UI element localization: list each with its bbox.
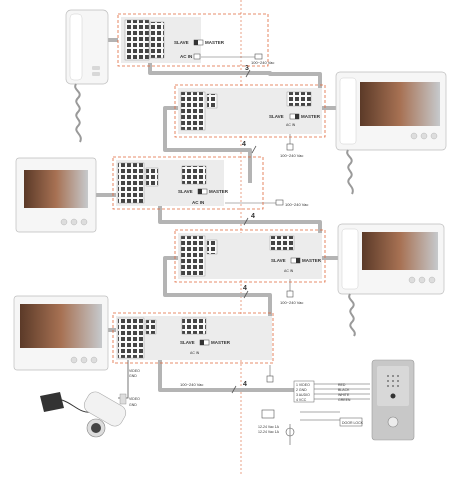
power-wires — [200, 56, 291, 380]
master-label: MASTER — [302, 258, 322, 263]
slave-label: SLAVE — [271, 258, 286, 263]
wire-color-red: RED — [338, 383, 346, 387]
terminal-block — [180, 235, 206, 277]
wire-color-white: WHITE — [338, 393, 350, 397]
master-label: MASTER — [301, 114, 321, 119]
ac-in-label: AC IN — [192, 200, 204, 205]
camera-wire — [118, 360, 129, 399]
terminal-block — [124, 19, 150, 61]
cable-count-1: 3 — [245, 65, 249, 72]
monitor-unit-4 — [13, 295, 109, 371]
power-label: 100~240 Vac — [280, 300, 303, 305]
module-2: SLAVE MASTER AC IN 100~240 Vac — [174, 84, 326, 158]
terminal-block — [269, 235, 295, 251]
slave-label: SLAVE — [269, 114, 284, 119]
handset-unit — [65, 9, 109, 143]
terminal-block — [180, 91, 206, 131]
cable-4-to-5 — [163, 256, 272, 330]
slave-label: SLAVE — [174, 40, 189, 45]
monitor-unit-2 — [15, 157, 97, 233]
power-label: 100~240 Vac — [280, 153, 303, 158]
slave-label: SLAVE — [180, 340, 195, 345]
cable-count-2: 4 — [242, 141, 246, 148]
cable-1-to-2 — [148, 62, 322, 98]
coiled-cord — [346, 149, 354, 195]
terminal-block — [181, 317, 207, 335]
cable-count-5: 4 — [243, 381, 247, 388]
power-label: 100~240 Vac — [285, 202, 308, 207]
terminal-block — [117, 162, 145, 204]
cctv-camera-icon — [83, 391, 127, 427]
ac-in-label: AC IN — [180, 54, 192, 59]
screen — [362, 232, 438, 270]
lock-power-1: 12-24 Vac 1A — [258, 425, 280, 429]
coiled-cord — [348, 293, 356, 337]
screen — [360, 82, 440, 126]
coiled-cord — [74, 83, 82, 143]
lock-power-2: 12-24 Vac 1A — [258, 430, 280, 434]
door-station — [371, 359, 415, 441]
gnd-wire-label: GND — [129, 403, 137, 407]
cable-2-to-3 — [163, 106, 252, 183]
power-adapter-icon — [40, 392, 64, 412]
camera-assembly: VIDEO GND VIDEO GND — [40, 369, 140, 438]
module-5: SLAVE MASTER AC IN 100~240 Vac — [112, 312, 274, 387]
wire-label-video: 1 VIDEO — [296, 383, 310, 387]
ac-in-label: AC IN — [284, 269, 294, 273]
terminal-block — [145, 319, 157, 335]
terminal-block — [206, 239, 218, 255]
monitor-unit-1 — [335, 71, 447, 195]
wire-color-green: GREEN — [338, 398, 351, 402]
cable-3-to-4 — [158, 205, 322, 242]
terminal-block — [286, 91, 312, 107]
terminal-block — [145, 167, 159, 187]
terminal-block — [181, 165, 207, 185]
master-label: MASTER — [211, 340, 231, 345]
cable-count-3: 4 — [251, 213, 255, 220]
slave-label: SLAVE — [178, 189, 193, 194]
wire-color-black: BLACK — [338, 388, 350, 392]
terminal-block — [117, 317, 145, 359]
monitor-unit-3 — [337, 223, 445, 337]
screen — [24, 170, 88, 208]
wire-label-gnd: 2 GND — [296, 388, 307, 392]
wire-label-vcc: 4 VCC — [296, 398, 307, 402]
door-lock-label: DOOR LOCK — [342, 421, 364, 425]
ac-in-label: AC IN — [286, 123, 296, 127]
camera-gnd-label: GND — [129, 374, 137, 378]
power-label: 100~240 Vac — [180, 382, 203, 387]
video-wire-label: VIDEO — [129, 397, 140, 401]
cable-marks — [231, 69, 257, 394]
terminal-block — [149, 21, 165, 59]
power-plugs — [254, 53, 294, 383]
ac-in-label: AC IN — [190, 351, 200, 355]
power-label: 100~240 Vac — [251, 60, 274, 65]
module-4: SLAVE MASTER AC IN 100~240 Vac — [174, 229, 326, 305]
wire-label-audio: 3 AUDIO — [296, 393, 310, 397]
camera-video-label: VIDEO — [129, 369, 140, 373]
module-3: SLAVE MASTER AC IN 100~240 Vac — [112, 156, 308, 210]
master-label: MASTER — [205, 40, 225, 45]
screen — [20, 304, 102, 348]
cables — [88, 38, 338, 392]
terminal-block — [206, 93, 218, 109]
module-1: SLAVE MASTER AC IN 100~240 Vac — [117, 13, 274, 67]
cable-count-4: 4 — [243, 285, 247, 292]
master-label: MASTER — [209, 189, 229, 194]
door-wiring: 1 VIDEO 2 GND 3 AUDIO 4 VCC RED BLACK WH… — [258, 380, 370, 445]
